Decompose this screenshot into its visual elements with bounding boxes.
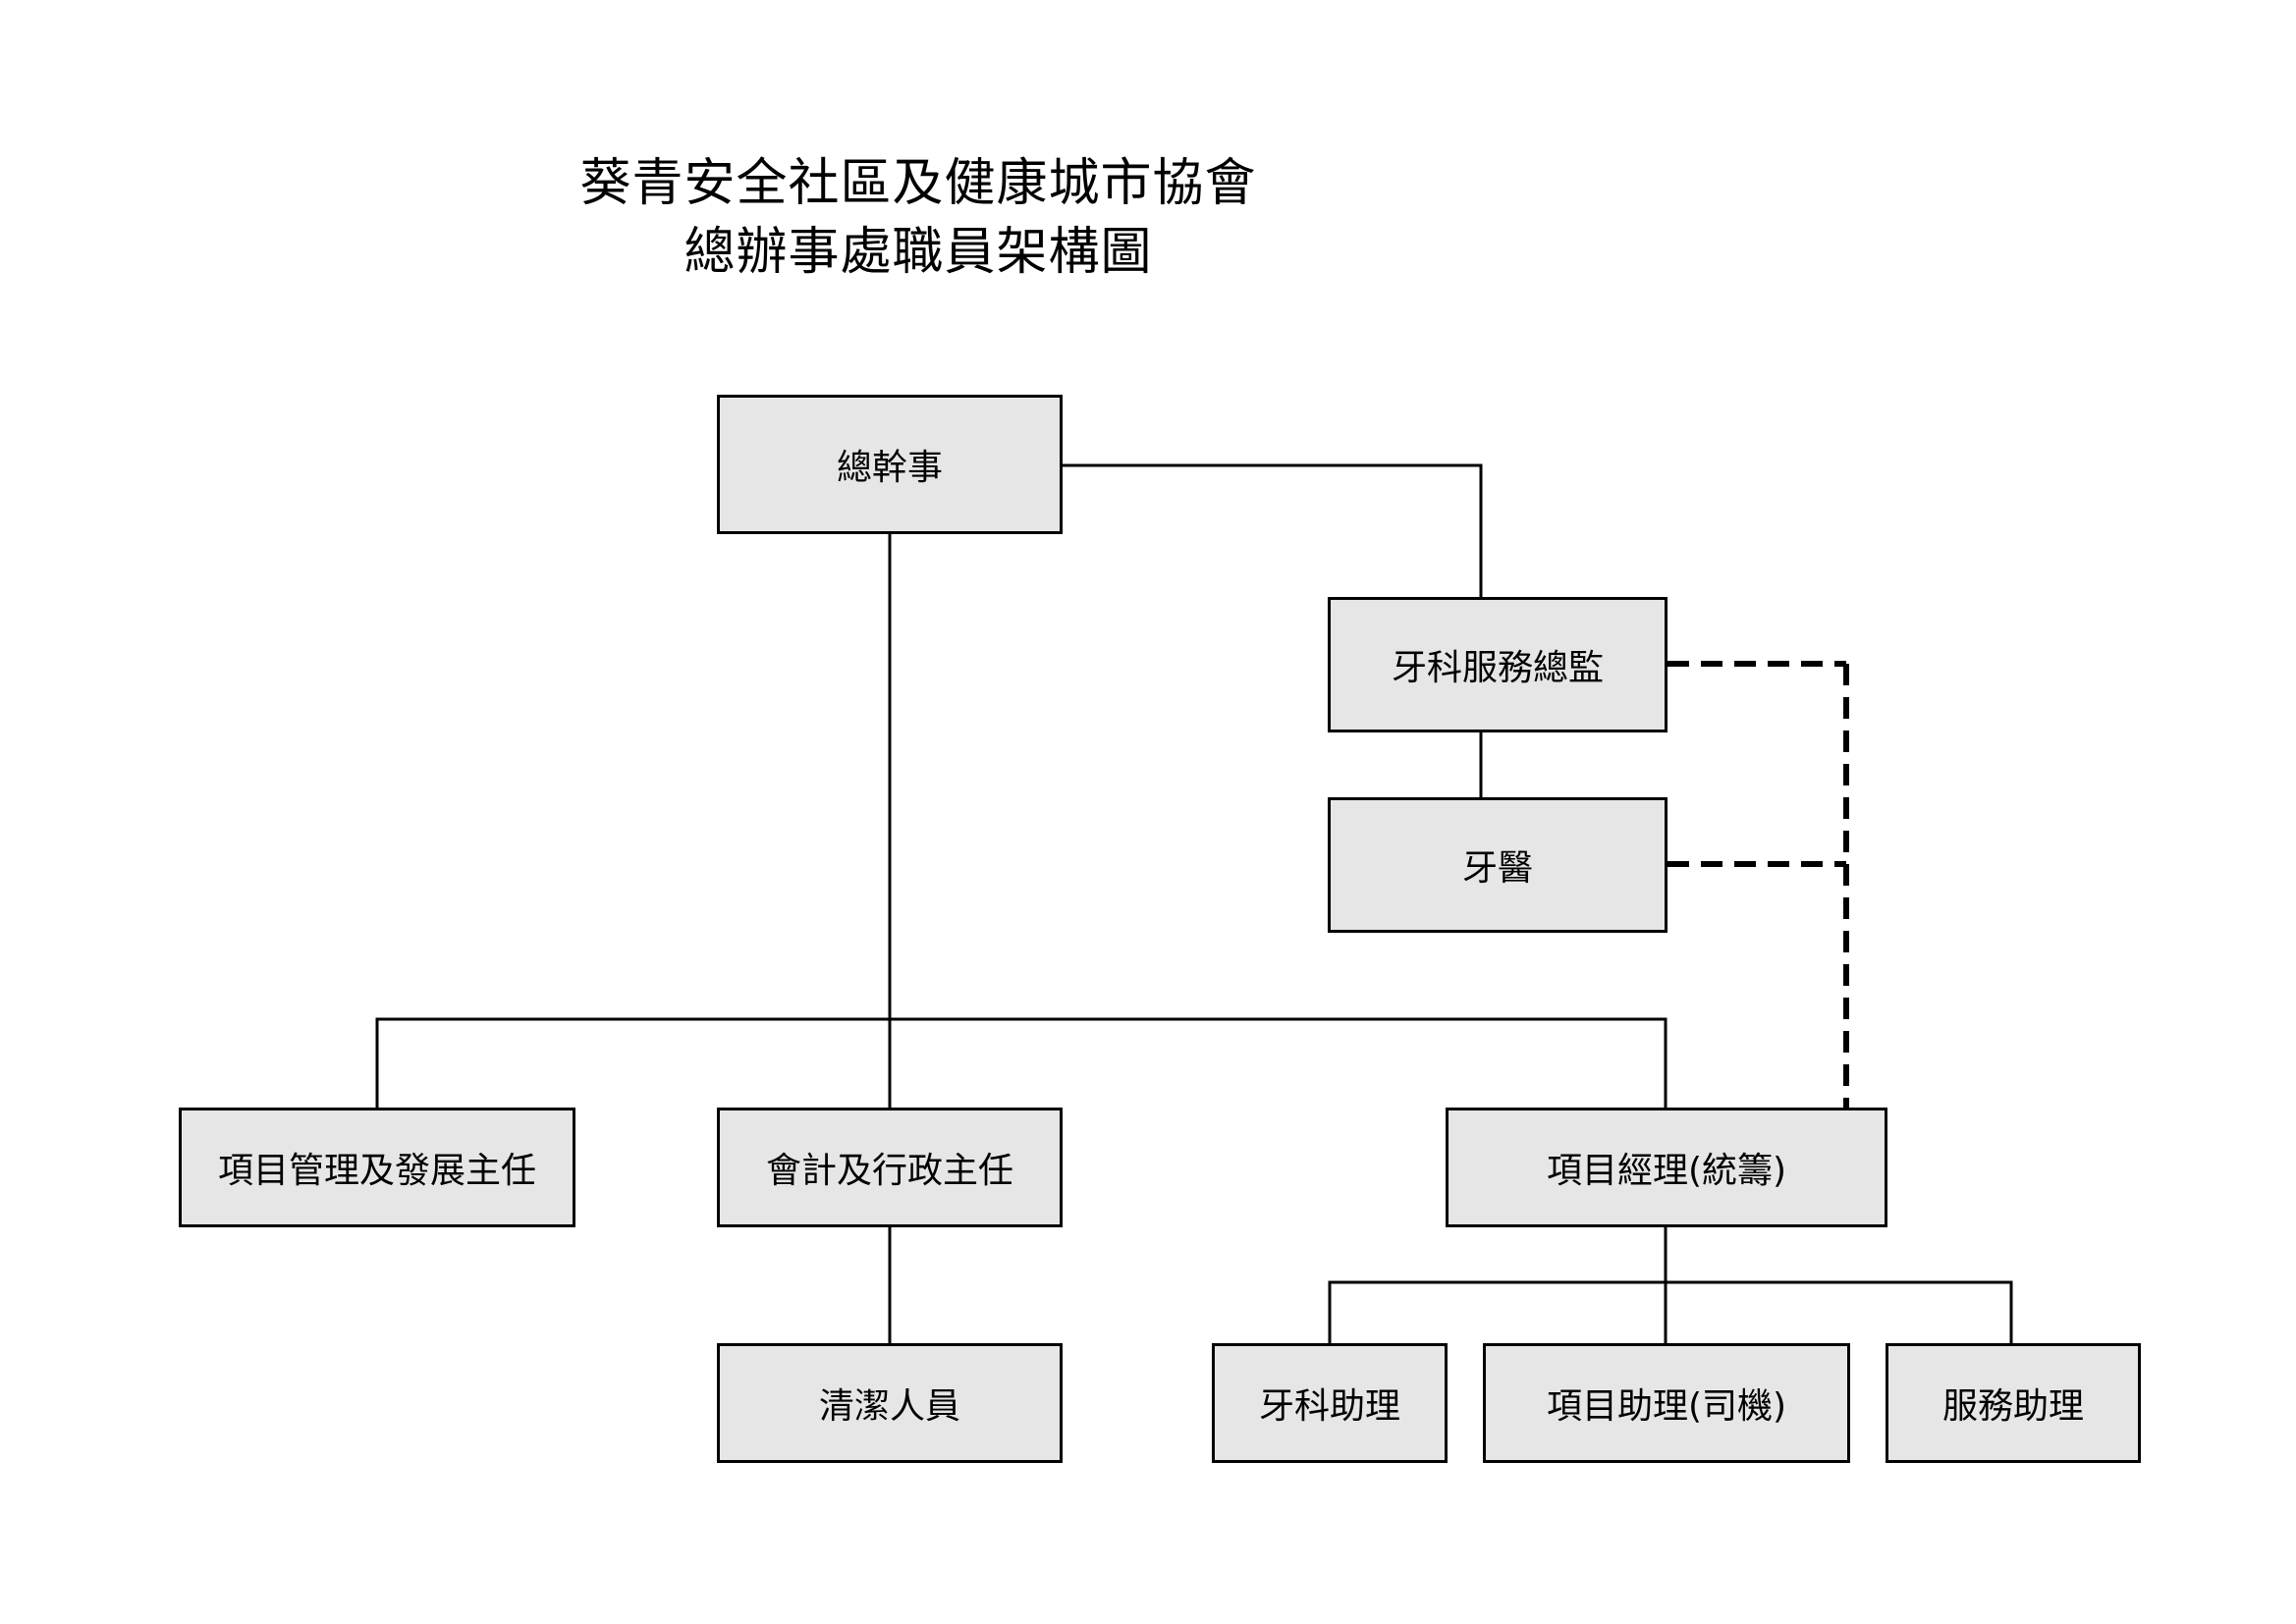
node-project-assistant-driver-label: 項目助理(司機) [1546, 1386, 1787, 1427]
node-project-mgmt-dev-supervisor: 項目管理及發展主任 [179, 1108, 575, 1227]
title-line-2: 總辦事處職員架構圖 [683, 223, 1153, 282]
node-cleaning-staff-label: 清潔人員 [818, 1386, 960, 1427]
node-project-manager-coordination: 項目經理(統籌) [1446, 1108, 1887, 1227]
node-service-assistant-label: 服務助理 [1941, 1386, 2084, 1427]
node-dental-director-label: 牙科服務總監 [1391, 648, 1604, 688]
title-line-1: 葵青安全社區及健康城市協會 [579, 154, 1257, 213]
node-accounting-admin-supervisor-label: 會計及行政主任 [765, 1151, 1013, 1191]
node-dentist: 牙醫 [1328, 797, 1667, 933]
chart-title: 葵青安全社區及健康城市協會 總辦事處職員架構圖 [560, 149, 1277, 287]
node-project-assistant-driver: 項目助理(司機) [1483, 1343, 1850, 1463]
node-accounting-admin-supervisor: 會計及行政主任 [717, 1108, 1063, 1227]
node-project-mgmt-dev-supervisor-label: 項目管理及發展主任 [217, 1151, 536, 1191]
node-project-manager-coordination-label: 項目經理(統籌) [1546, 1151, 1787, 1191]
node-cleaning-staff: 清潔人員 [717, 1343, 1063, 1463]
node-dental-assistant: 牙科助理 [1212, 1343, 1448, 1463]
node-dental-director: 牙科服務總監 [1328, 597, 1667, 732]
connector-general-to-dental-director [1059, 463, 1483, 599]
node-general-secretary-label: 總幹事 [836, 448, 943, 488]
node-dentist-label: 牙醫 [1461, 848, 1533, 889]
node-general-secretary: 總幹事 [717, 395, 1063, 534]
node-service-assistant: 服務助理 [1886, 1343, 2141, 1463]
node-dental-assistant-label: 牙科助理 [1258, 1386, 1400, 1427]
